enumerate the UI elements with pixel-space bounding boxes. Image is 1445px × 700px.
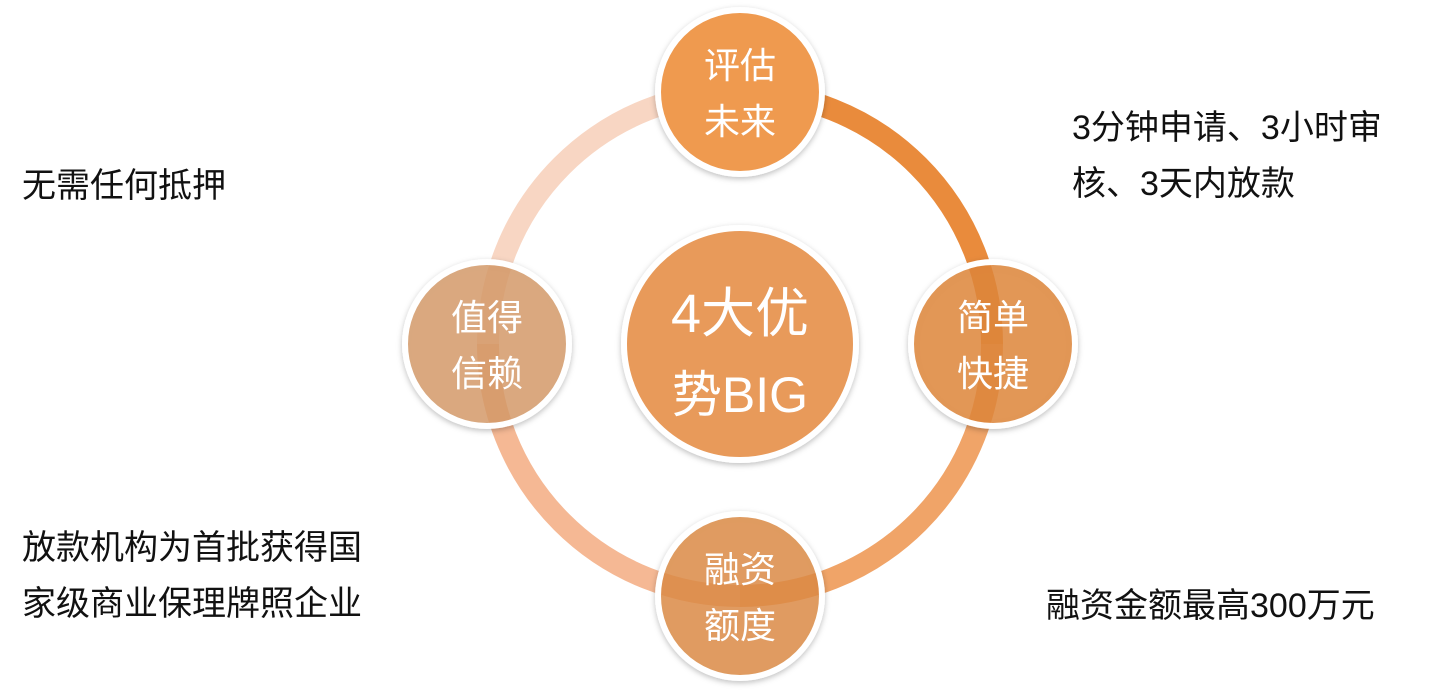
node-top: 评估 未来 [655, 7, 825, 177]
note-fast-process-line1: 3分钟申请、3小时审 [1072, 109, 1382, 147]
note-fast-process: 3分钟申请、3小时审 核、3天内放款 [1072, 100, 1382, 212]
node-right-line2: 快捷 [957, 353, 1029, 394]
node-bottom: 融资 额度 [655, 511, 825, 681]
note-licensed-lender-line2: 家级商业保理牌照企业 [22, 585, 362, 623]
node-left-line1: 值得 [451, 297, 523, 338]
node-top-line1: 评估 [704, 45, 776, 86]
node-top-line2: 未来 [704, 101, 776, 142]
center-node: 4大优 势BIG [621, 225, 859, 463]
note-licensed-lender: 放款机构为首批获得国 家级商业保理牌照企业 [22, 520, 362, 632]
center-title-line2: 势BIG [672, 367, 808, 423]
note-no-collateral: 无需任何抵押 [22, 167, 226, 205]
node-left-line2: 信赖 [451, 353, 523, 394]
node-left: 值得 信赖 [402, 259, 572, 429]
node-bottom-line2: 额度 [704, 605, 776, 646]
note-licensed-lender-line1: 放款机构为首批获得国 [22, 529, 362, 567]
center-title-line1: 4大优 [671, 284, 809, 344]
note-max-amount: 融资金额最高300万元 [1046, 587, 1375, 625]
node-right: 简单 快捷 [908, 259, 1078, 429]
note-fast-process-line2: 核、3天内放款 [1072, 165, 1295, 203]
node-bottom-line1: 融资 [704, 549, 776, 590]
node-right-line1: 简单 [957, 297, 1029, 338]
